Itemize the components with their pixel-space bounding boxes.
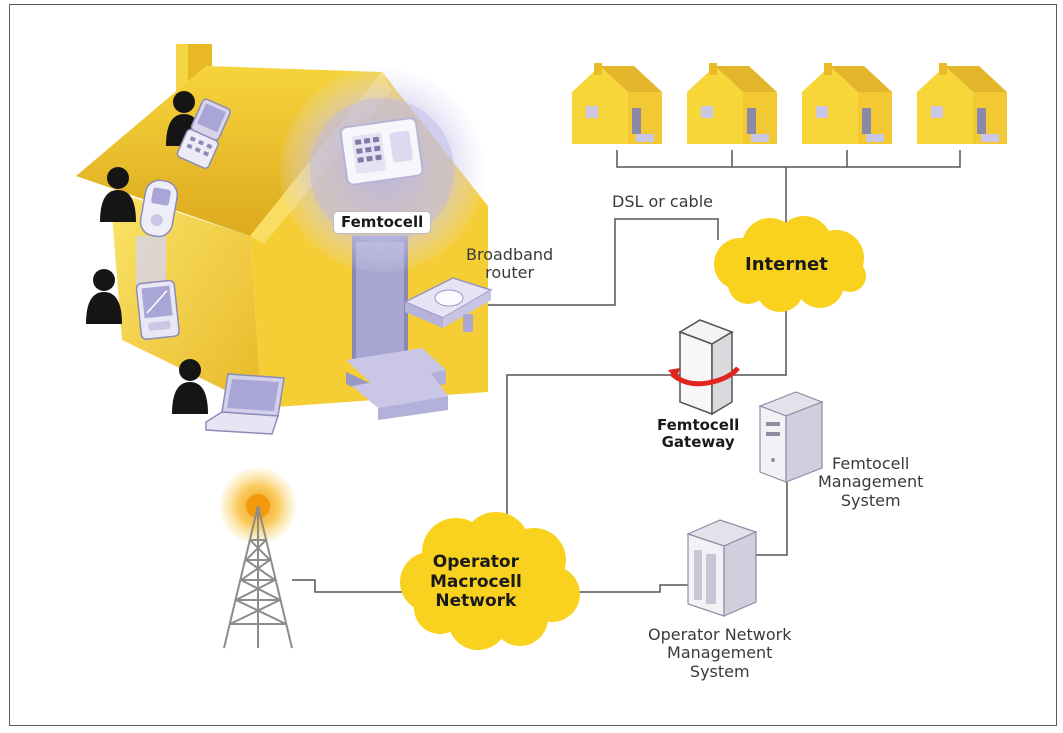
person-silhouette-icon (86, 269, 122, 324)
house-icon (917, 63, 1007, 144)
house-icon (687, 63, 777, 144)
link-router-to-internet (455, 218, 719, 306)
femtocell-management-system-label: Femtocell Management System (818, 454, 924, 510)
internet-cloud-icon (714, 216, 866, 312)
femtocell-label: Femtocell (333, 211, 432, 235)
porch-steps (346, 348, 448, 420)
home-house-icon (76, 44, 488, 420)
operator-network-management-system-label: Operator Network Management System (648, 625, 792, 681)
link-internet-to-gateway (733, 290, 787, 376)
link-macrocell-to-onms (573, 584, 700, 593)
operator-network-management-server-icon (686, 519, 758, 617)
internet-label: Internet (745, 254, 828, 275)
connection-lines (292, 150, 961, 593)
house-icon (802, 63, 892, 144)
bus-line-small-houses (616, 150, 961, 168)
house-icon (572, 63, 662, 144)
broadband-router-label: Broadband router (466, 245, 554, 283)
femtocell-device-icon (339, 117, 424, 186)
link-tower-to-macrocell (292, 579, 410, 593)
operator-macrocell-network-label: Operator Macrocell Network (430, 552, 522, 612)
femtocell-gateway-label: Femtocell Gateway (657, 416, 740, 452)
femtocell-gateway-icon (668, 319, 740, 416)
pda-icon (135, 279, 180, 340)
link-gateway-to-macrocell (506, 374, 680, 545)
small-house-icons (572, 63, 1007, 144)
diagram-frame (9, 4, 1057, 726)
operator-macrocell-cloud-icon (400, 512, 580, 650)
link-fms-to-onms (745, 470, 788, 556)
person-silhouette-icon (172, 359, 208, 414)
mobile-phone-icon (139, 179, 179, 238)
femtocell-management-server-icon (758, 391, 824, 483)
broadband-router-icon (403, 277, 493, 332)
person-silhouette-icon (100, 167, 136, 222)
laptop-icon (205, 373, 285, 435)
cell-tower-icon (220, 468, 296, 649)
dsl-or-cable-label: DSL or cable (612, 192, 713, 211)
flip-phone-icon (176, 98, 231, 169)
people-and-devices (86, 91, 285, 435)
